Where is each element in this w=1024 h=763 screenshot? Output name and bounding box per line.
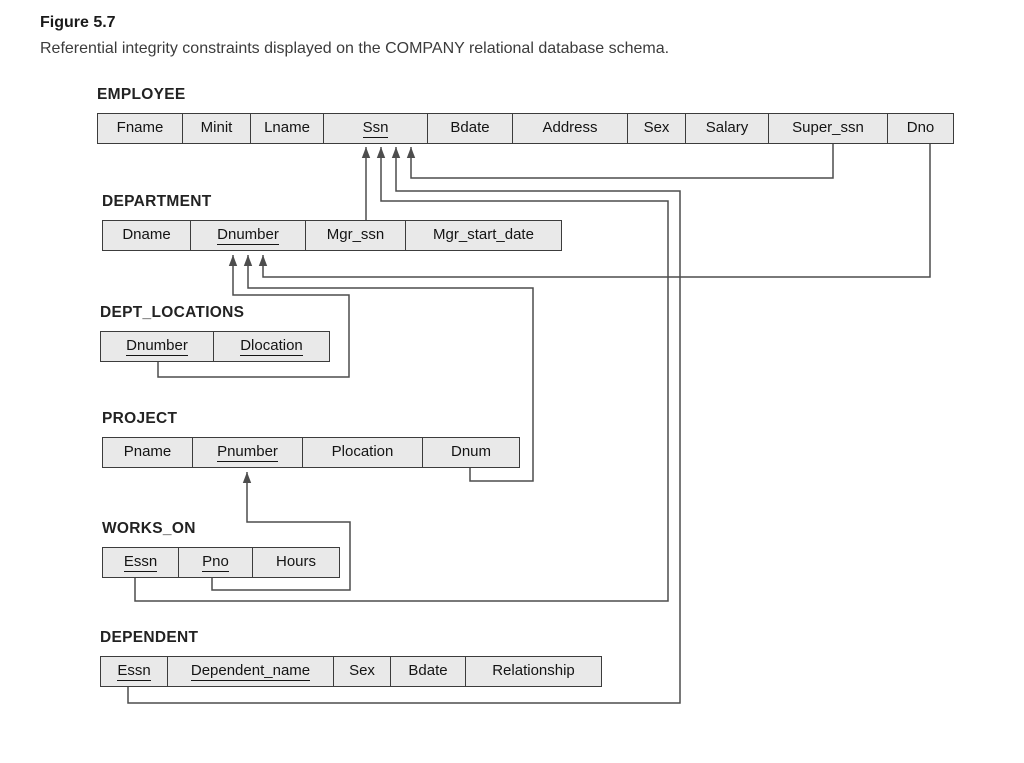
attribute-label-lname: Lname <box>264 119 310 136</box>
figure-number: Figure 5.7 <box>40 14 116 31</box>
table-works-on: Essn Pno Hours <box>102 547 340 578</box>
attribute-cell-employee-salary: Salary <box>686 114 769 143</box>
attribute-label-essn: Essn <box>117 661 151 681</box>
table-dept-locations: Dnumber Dlocation <box>100 331 330 362</box>
attribute-cell-employee-ssn: Ssn <box>324 114 428 143</box>
attribute-label-pno: Pno <box>202 552 229 572</box>
attribute-cell-dept-locations-dlocation: Dlocation <box>214 332 329 361</box>
attribute-cell-employee-lname: Lname <box>251 114 324 143</box>
attribute-cell-works-on-essn: Essn <box>103 548 179 577</box>
attribute-cell-works-on-hours: Hours <box>253 548 339 577</box>
attribute-cell-department-dname: Dname <box>103 221 191 250</box>
attribute-cell-employee-super-ssn: Super_ssn <box>769 114 888 143</box>
table-label-project: PROJECT <box>102 410 178 427</box>
attribute-cell-dependent-essn: Essn <box>101 657 168 686</box>
attribute-cell-project-pname: Pname <box>103 438 193 467</box>
attribute-cell-department-dnumber: Dnumber <box>191 221 306 250</box>
attribute-label-hours: Hours <box>275 553 316 570</box>
attribute-label-plocation: Plocation <box>331 443 394 460</box>
attribute-cell-project-dnum: Dnum <box>423 438 519 467</box>
table-label-department: DEPARTMENT <box>102 193 212 210</box>
attribute-label-fname: Fname <box>116 119 164 136</box>
connector-employee-super-ssn-to-employee-ssn <box>406 143 834 179</box>
attribute-label-dlocation: Dlocation <box>240 336 303 356</box>
attribute-cell-dependent-bdate: Bdate <box>391 657 466 686</box>
attribute-label-ssn: Ssn <box>362 118 389 138</box>
attribute-cell-works-on-pno: Pno <box>179 548 253 577</box>
table-label-employee: EMPLOYEE <box>97 86 186 103</box>
attribute-label-mgr-ssn: Mgr_ssn <box>326 226 385 243</box>
attribute-label-dno: Dno <box>906 119 935 136</box>
attribute-cell-project-plocation: Plocation <box>303 438 423 467</box>
attribute-cell-employee-sex: Sex <box>628 114 686 143</box>
attribute-label-salary: Salary <box>705 119 749 136</box>
attribute-label-dnumber: Dnumber <box>126 336 188 356</box>
attribute-cell-employee-minit: Minit <box>183 114 251 143</box>
attribute-label-bdate: Bdate <box>450 119 490 136</box>
connector-employee-dno-to-department-dnumber <box>258 143 931 278</box>
table-department: Dname Dnumber Mgr_ssn Mgr_start_date <box>102 220 562 251</box>
attribute-cell-dependent-dependent-name: Dependent_name <box>168 657 334 686</box>
attribute-label-dependent-name: Dependent_name <box>190 661 311 681</box>
table-employee: Fname Minit Lname Ssn Bdate Address Sex Salary S… <box>97 113 954 144</box>
attribute-label-dnumber: Dnumber <box>217 225 279 245</box>
attribute-label-minit: Minit <box>200 119 233 136</box>
attribute-label-relationship: Relationship <box>492 662 575 679</box>
attribute-cell-employee-fname: Fname <box>98 114 183 143</box>
attribute-label-pname: Pname <box>123 443 172 460</box>
attribute-cell-project-pnumber: Pnumber <box>193 438 303 467</box>
attribute-label-bdate: Bdate <box>408 662 448 679</box>
table-label-dept-locations: DEPT_LOCATIONS <box>100 304 245 321</box>
attribute-cell-department-mgr-ssn: Mgr_ssn <box>306 221 406 250</box>
attribute-label-super-ssn: Super_ssn <box>792 119 864 136</box>
table-project: Pname Pnumber Plocation Dnum <box>102 437 520 468</box>
connector-works-on-essn-to-employee-ssn <box>134 147 669 602</box>
figure-caption: Referential integrity constraints displa… <box>40 40 670 57</box>
attribute-cell-dependent-sex: Sex <box>334 657 391 686</box>
attribute-cell-dept-locations-dnumber: Dnumber <box>101 332 214 361</box>
attribute-label-dnum: Dnum <box>450 443 491 460</box>
attribute-label-address: Address <box>542 119 598 136</box>
attribute-label-essn: Essn <box>123 552 158 572</box>
table-label-dependent: DEPENDENT <box>100 629 199 646</box>
attribute-label-sex: Sex <box>349 662 375 679</box>
attribute-label-pnumber: Pnumber <box>217 442 278 462</box>
attribute-label-dname: Dname <box>122 226 171 243</box>
attribute-cell-employee-address: Address <box>513 114 628 143</box>
attribute-cell-department-mgr-start-date: Mgr_start_date <box>406 221 561 250</box>
attribute-label-sex: Sex <box>643 119 670 136</box>
attribute-cell-dependent-relationship: Relationship <box>466 657 601 686</box>
table-label-works-on: WORKS_ON <box>102 520 196 537</box>
attribute-label-mgr-start-date: Mgr_start_date <box>433 226 534 243</box>
table-dependent: Essn Dependent_name Sex Bdate Relationship <box>100 656 602 687</box>
attribute-cell-employee-bdate: Bdate <box>428 114 513 143</box>
attribute-cell-employee-dno: Dno <box>888 114 953 143</box>
